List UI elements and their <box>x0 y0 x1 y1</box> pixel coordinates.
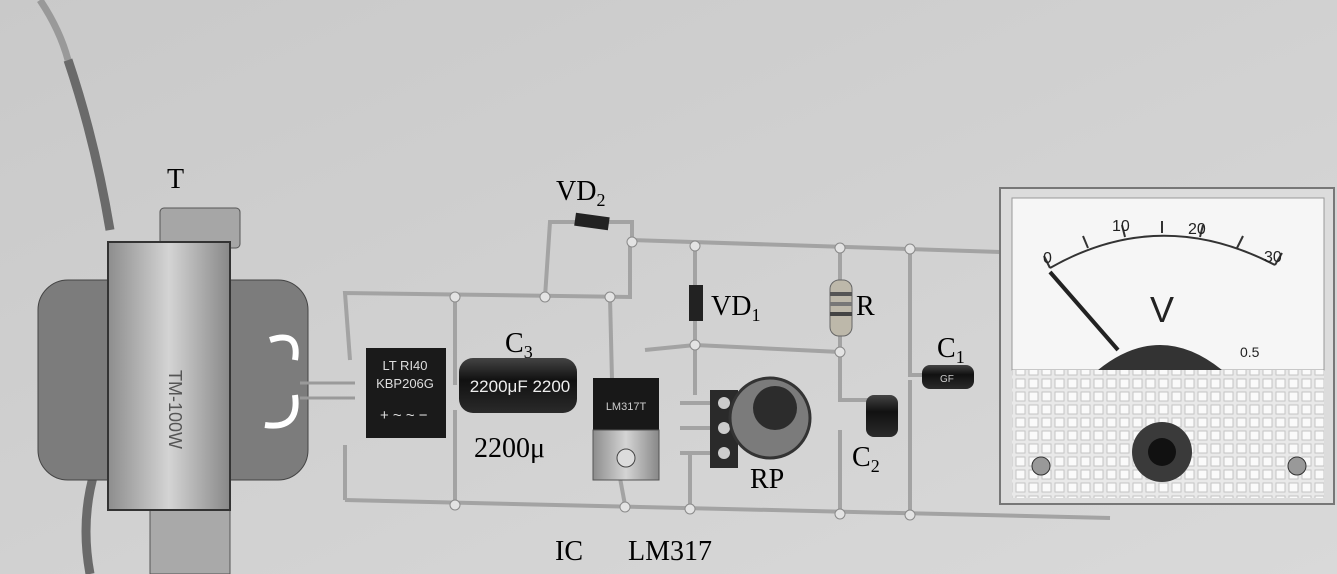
svg-text:GF: GF <box>940 374 954 385</box>
capacitor-c1: GF <box>922 365 974 389</box>
capacitor-c3: 2200μF 2200 <box>459 358 577 413</box>
label-vd2: VD2 <box>556 176 606 210</box>
label-c3: C3 <box>505 328 533 362</box>
label-ic: IC <box>555 536 583 567</box>
voltmeter: 0 10 20 30 V 0.5 <box>999 187 1335 505</box>
label-vd1: VD1 <box>711 291 761 325</box>
solder-joints <box>449 236 916 521</box>
svg-text:LT RI40: LT RI40 <box>382 358 427 373</box>
label-lm317: LM317 <box>628 536 712 567</box>
lm317-ic: LM317T <box>592 378 660 481</box>
label-rp: RP <box>750 464 785 495</box>
svg-text:10: 10 <box>1112 218 1130 235</box>
transformer: TM-100W <box>37 207 355 574</box>
label-t: T <box>167 164 185 195</box>
svg-text:0: 0 <box>1043 250 1052 267</box>
label-r: R <box>856 291 875 322</box>
label-c1: C1 <box>937 333 965 367</box>
svg-text:2200μF 2200: 2200μF 2200 <box>470 377 571 396</box>
diode-vd1 <box>689 285 703 321</box>
svg-text:TM-100W: TM-100W <box>165 370 185 449</box>
bridge-rectifier: LT RI40 KBP206G + ~ ~ − <box>366 348 446 438</box>
label-c2: C2 <box>852 442 880 476</box>
potentiometer-rp <box>710 376 812 468</box>
svg-text:LM317T: LM317T <box>606 401 647 413</box>
svg-text:V: V <box>1150 289 1174 330</box>
capacitor-c2 <box>866 395 898 437</box>
diode-vd2 <box>574 212 610 231</box>
svg-text:KBP206G: KBP206G <box>376 376 434 391</box>
resistor-r <box>829 279 853 337</box>
power-cable <box>37 0 115 574</box>
svg-text:0.5: 0.5 <box>1240 344 1260 360</box>
svg-text:+ ~ ~ −: + ~ ~ − <box>380 407 428 424</box>
svg-text:20: 20 <box>1188 221 1206 238</box>
circuit-wires <box>342 220 1111 520</box>
label-c3-value: 2200μ <box>474 433 546 464</box>
svg-text:30: 30 <box>1264 249 1282 266</box>
